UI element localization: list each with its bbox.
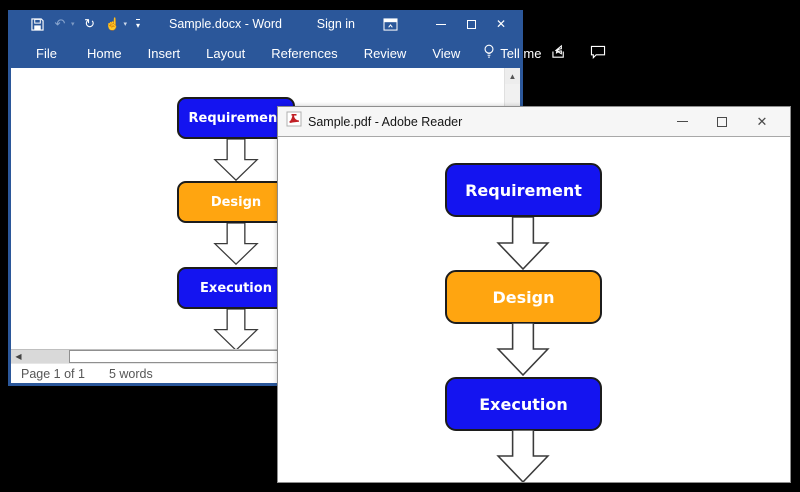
close-button[interactable]: ✕ xyxy=(756,114,768,129)
titlebar-controls: Sign in ✕ xyxy=(317,10,516,38)
maximize-button[interactable] xyxy=(702,108,742,136)
maximize-button[interactable] xyxy=(456,10,486,38)
minimize-button[interactable] xyxy=(662,108,702,136)
save-icon[interactable] xyxy=(29,16,45,32)
ribbon-tab-bar: File Home Insert Layout References Revie… xyxy=(11,38,606,68)
tab-review[interactable]: Review xyxy=(363,45,407,61)
scroll-up-icon[interactable]: ▲ xyxy=(505,68,520,84)
tab-view[interactable]: View xyxy=(432,45,461,61)
touch-mode-dropdown-icon[interactable]: ▾ xyxy=(123,21,128,28)
sign-in-button[interactable]: Sign in xyxy=(316,17,355,31)
undo-dropdown-icon[interactable]: ▾ xyxy=(71,21,75,28)
tab-references[interactable]: References xyxy=(271,45,338,61)
flowchart-node-requirement: Requirement xyxy=(445,163,602,217)
flowchart-arrow-down-icon[interactable] xyxy=(213,138,259,182)
tell-me-label: Tell me xyxy=(500,45,542,61)
flowchart-node-requirement[interactable]: Requirement xyxy=(177,97,295,139)
ribbon-right-icons xyxy=(551,44,618,62)
window-title: Sample.pdf - Adobe Reader xyxy=(308,114,463,129)
close-button[interactable]: ✕ xyxy=(495,17,507,31)
touch-mode-icon[interactable]: ☝ xyxy=(105,17,120,31)
tell-me-box[interactable]: Tell me xyxy=(473,44,551,62)
undo-icon[interactable]: ↶ xyxy=(54,16,66,31)
word-count-status[interactable]: 5 words xyxy=(108,366,153,381)
lightbulb-icon xyxy=(483,44,495,62)
window-title: Sample.docx - Word xyxy=(168,17,282,31)
titlebar-controls: ✕ xyxy=(662,108,782,136)
page-count-status[interactable]: Page 1 of 1 xyxy=(21,366,85,381)
flowchart-node-execution[interactable]: Execution xyxy=(177,267,295,309)
adobe-reader-window: Sample.pdf - Adobe Reader ✕ Requirement … xyxy=(277,106,791,483)
flowchart-node-execution: Execution xyxy=(445,377,602,431)
tab-insert[interactable]: Insert xyxy=(147,45,181,61)
flowchart-node-design: Design xyxy=(445,270,602,324)
flowchart-arrow-down-icon xyxy=(496,216,550,271)
flowchart-arrow-down-icon xyxy=(496,429,550,482)
ribbon-display-options-icon[interactable] xyxy=(383,17,398,31)
flowchart-node-design[interactable]: Design xyxy=(177,181,295,223)
word-titlebar: ↶▾ ↻ ☝▾ ▾ Sample.docx - Word Sign in ✕ xyxy=(11,10,520,38)
pdf-page: Requirement Design Execution xyxy=(278,137,790,482)
scroll-left-icon[interactable]: ◀ xyxy=(15,352,22,361)
node-label: Execution xyxy=(479,394,568,414)
flowchart-arrow-down-icon xyxy=(496,322,550,377)
minimize-button[interactable] xyxy=(426,10,456,38)
flowchart-arrow-down-icon[interactable] xyxy=(213,222,259,266)
pdf-file-icon xyxy=(286,111,302,132)
share-icon[interactable] xyxy=(551,44,568,62)
flowchart-arrow-down-icon[interactable] xyxy=(213,308,259,349)
tab-layout[interactable]: Layout xyxy=(206,45,246,61)
tab-file[interactable]: File xyxy=(36,45,57,61)
node-label: Requirement xyxy=(465,180,582,200)
node-label: Requirement xyxy=(188,110,284,126)
tab-home[interactable]: Home xyxy=(86,45,122,61)
node-label: Design xyxy=(492,287,555,307)
comments-icon[interactable] xyxy=(590,45,606,62)
node-label: Design xyxy=(210,194,262,210)
pdf-titlebar: Sample.pdf - Adobe Reader ✕ xyxy=(278,107,790,137)
node-label: Execution xyxy=(200,280,272,296)
quick-access-toolbar: ↶▾ ↻ ☝▾ ▾ xyxy=(15,16,141,32)
redo-icon[interactable]: ↻ xyxy=(84,16,95,31)
customize-quick-access-icon[interactable]: ▾ xyxy=(136,18,141,30)
